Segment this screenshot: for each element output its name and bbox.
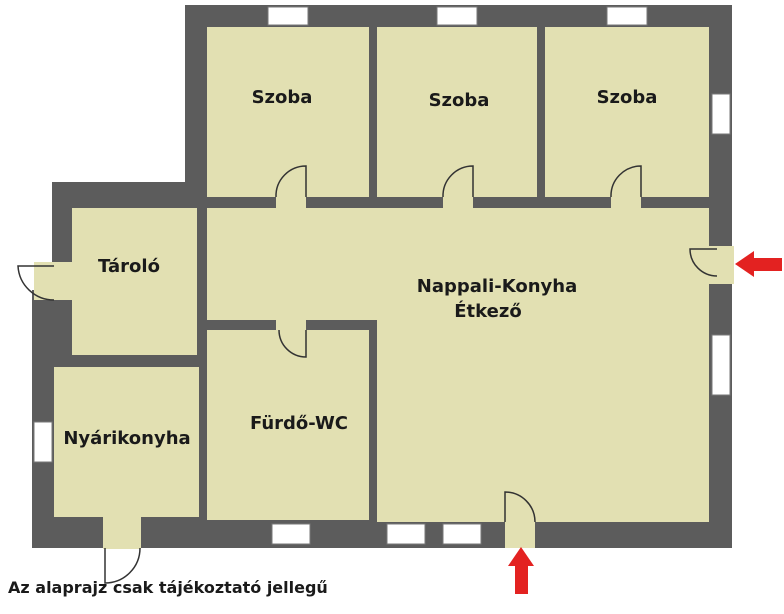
door-swing (275, 165, 307, 198)
door-swing (104, 547, 141, 584)
room-label-nappali-2: Étkező (454, 300, 521, 322)
window (442, 523, 482, 545)
entry-arrows (508, 251, 782, 594)
door-swing (689, 248, 718, 277)
room-label-nyarikonyha: Nyárikonyha (63, 428, 190, 449)
window (271, 523, 311, 545)
door-swing (278, 329, 307, 358)
room-label-nappali-1: Nappali-Konyha (417, 276, 577, 297)
door-swing (504, 491, 536, 523)
room-label-szoba-1: Szoba (252, 87, 313, 108)
floor-szoba-3 (545, 27, 709, 197)
entry-arrow-bottom (508, 547, 534, 594)
floor-tarolo (72, 208, 197, 355)
floor-nyarikonyha (54, 367, 199, 517)
room-labels: Szoba Szoba Szoba Nappali-Konyha Étkező … (63, 87, 657, 449)
disclaimer-note: Az alaprajz csak tájékoztató jellegű (8, 578, 328, 597)
entry-arrow-right (735, 251, 782, 277)
window (711, 334, 731, 396)
window (606, 6, 648, 26)
door-swing (442, 165, 474, 198)
room-label-szoba-3: Szoba (597, 87, 658, 108)
floor-furdo (207, 330, 369, 520)
door-openings (34, 195, 734, 549)
room-label-tarolo: Tároló (98, 256, 160, 277)
window (436, 6, 478, 26)
floor-nappali (207, 208, 709, 522)
window (33, 421, 53, 463)
door-swings (17, 165, 718, 584)
room-label-furdo: Fürdő-WC (250, 413, 348, 434)
window (386, 523, 426, 545)
windows (33, 6, 731, 545)
window (711, 93, 731, 135)
door-swing (610, 165, 642, 198)
door-swing (17, 265, 55, 301)
room-label-szoba-2: Szoba (429, 90, 490, 111)
floor-szoba-2 (377, 27, 537, 197)
floor-szoba-1 (207, 27, 369, 197)
window (267, 6, 309, 26)
